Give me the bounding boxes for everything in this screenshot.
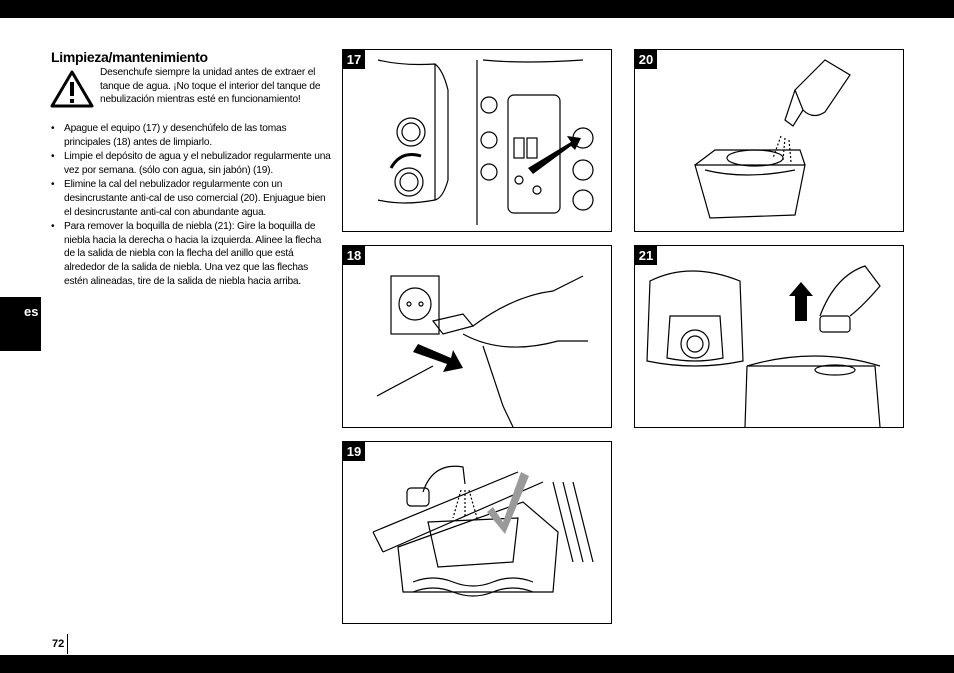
page-number: 72: [49, 634, 68, 654]
figure-20: 20: [634, 49, 904, 232]
power-off-illustration: [377, 59, 594, 225]
list-item: Apague el equipo (17) y desenchúfelo de …: [51, 122, 331, 149]
figure-number: 21: [635, 246, 657, 265]
figure-19: 19: [342, 441, 612, 624]
page-number-label: 72: [52, 638, 65, 650]
figure-18: 18: [342, 245, 612, 428]
list-item: Limpie el depósito de agua y el nebuliza…: [51, 150, 331, 177]
figure-21: 21: [634, 245, 904, 428]
figure-number: 17: [343, 50, 365, 69]
bottom-bar: [0, 655, 954, 673]
figure-17: 17: [342, 49, 612, 232]
language-tab-label: es: [24, 304, 39, 319]
list-item: Para remover la boquilla de niebla (21):…: [51, 220, 331, 288]
section-title: Limpieza/mantenimiento: [51, 49, 208, 65]
unplug-illustration: [376, 275, 588, 427]
figure-number: 18: [343, 246, 365, 265]
warning-triangle-icon: [50, 70, 94, 108]
warning-text: Desenchufe siempre la unidad antes de ex…: [100, 67, 321, 105]
language-tab: es: [0, 297, 41, 351]
figure-number: 19: [343, 442, 365, 461]
figure-number: 20: [635, 50, 657, 69]
top-bar: [0, 0, 954, 18]
list-item: Elimine la cal del nebulizador regularme…: [51, 178, 331, 219]
remove-mist-nozzle-illustration: [646, 265, 881, 427]
cleaning-steps-list: Apague el equipo (17) y desenchúfelo de …: [51, 122, 331, 289]
rinse-tank-illustration: [372, 465, 594, 597]
descale-illustration: [694, 59, 851, 219]
